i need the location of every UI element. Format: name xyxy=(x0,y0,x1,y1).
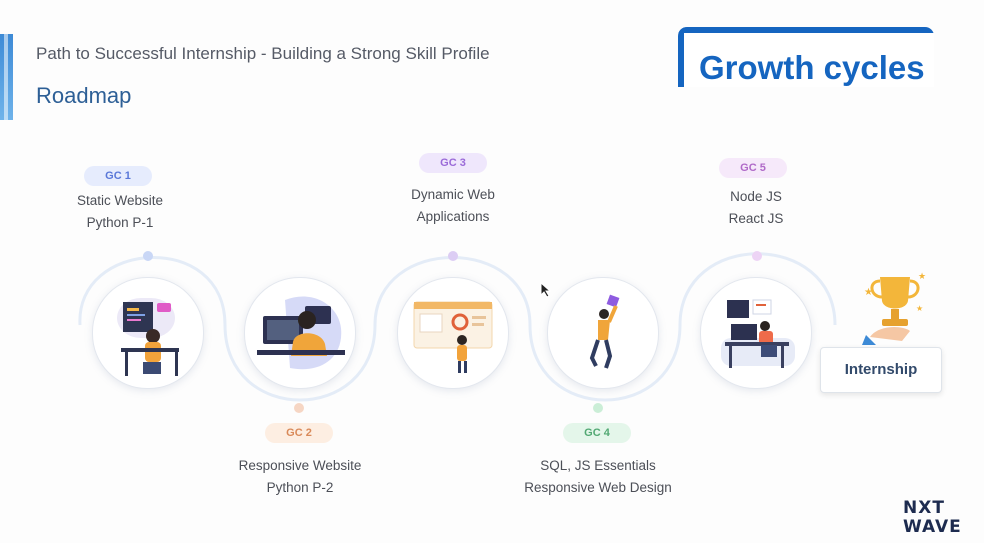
internship-label: Internship xyxy=(844,361,918,378)
growth-cycles-label: Growth cycles xyxy=(699,49,925,86)
gc4-badge: GC 4 xyxy=(563,423,631,443)
trophy-icon: ★ ★ ★ xyxy=(858,265,932,345)
svg-text:★: ★ xyxy=(918,272,926,282)
gc2-badge: GC 2 xyxy=(265,423,333,443)
growth-cycles-overlay: Growth cycles xyxy=(678,27,934,87)
gc5-marker xyxy=(752,251,762,261)
presenting-web-app-icon xyxy=(397,277,509,389)
internship-goal-card: Internship xyxy=(820,347,942,393)
celebrating-person-icon xyxy=(547,277,659,389)
gc3-badge: GC 3 xyxy=(419,153,487,173)
gc5-badge: GC 5 xyxy=(719,158,787,178)
developer-at-laptop-icon xyxy=(92,277,204,389)
slide-subtitle: Path to Successful Internship - Building… xyxy=(36,44,490,63)
coding-at-desk-icon xyxy=(700,277,812,389)
developer-at-monitor-icon xyxy=(244,277,356,389)
gc1-badge: GC 1 xyxy=(84,166,152,186)
nxtwave-logo: NXT WAVE xyxy=(903,498,962,537)
gc1-marker xyxy=(143,251,153,261)
mouse-pointer-icon xyxy=(540,282,552,298)
svg-text:★: ★ xyxy=(916,304,923,313)
slide-accent-bar xyxy=(0,34,13,120)
slide-title: Roadmap xyxy=(36,83,132,108)
gc2-marker xyxy=(294,403,304,413)
gc3-marker xyxy=(448,251,458,261)
svg-text:★: ★ xyxy=(864,287,873,298)
gc4-marker xyxy=(593,403,603,413)
